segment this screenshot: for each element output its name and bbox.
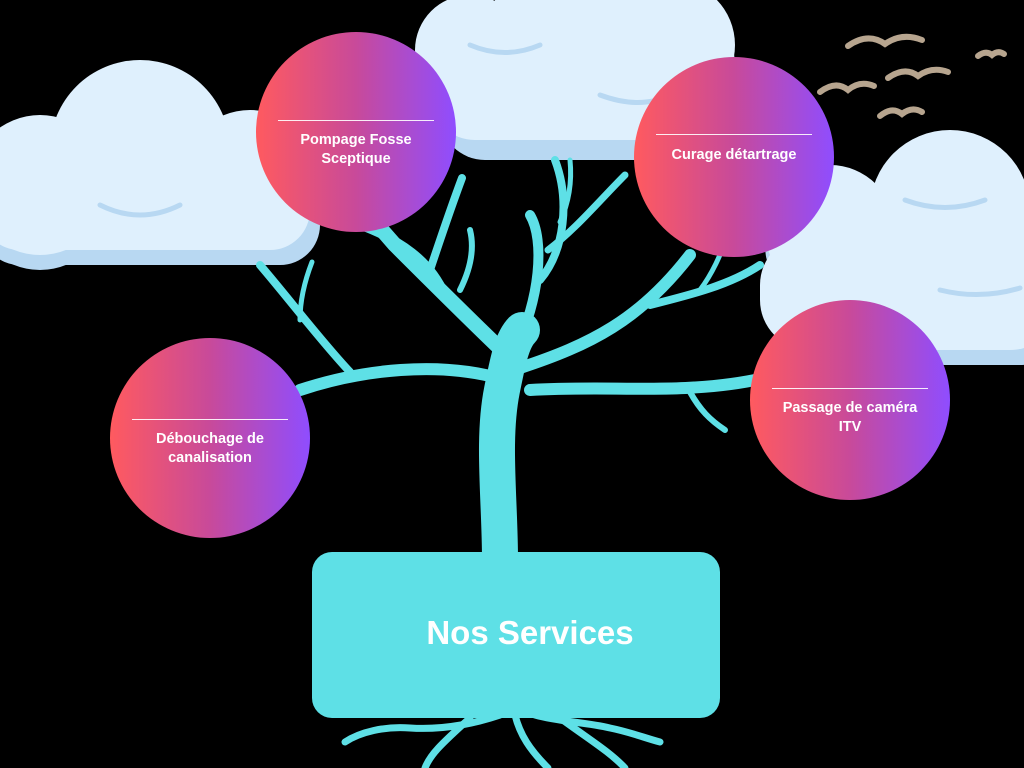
bubble-divider xyxy=(772,388,928,389)
bubble-divider xyxy=(656,134,812,135)
bubble-divider xyxy=(278,120,434,121)
tree-icon xyxy=(256,156,764,578)
roots-icon xyxy=(341,711,664,768)
services-box xyxy=(312,552,720,718)
service-bubble-debouchage[interactable]: Débouchage de canalisation xyxy=(110,338,310,538)
service-bubble-curage[interactable]: Curage détartrage xyxy=(634,57,834,257)
service-label-camera: Passage de caméra ITV xyxy=(782,400,918,435)
cloud-left xyxy=(0,60,320,270)
service-label-debouchage: Débouchage de canalisation xyxy=(156,431,264,466)
service-label-curage: Curage détartrage xyxy=(671,147,797,163)
service-bubble-camera[interactable]: Passage de caméra ITV xyxy=(750,300,950,500)
birds-icon xyxy=(817,33,1007,119)
service-label-pompage: Pompage Fosse Sceptique xyxy=(300,132,412,167)
service-bubble-pompage[interactable]: Pompage Fosse Sceptique xyxy=(256,32,456,232)
bubble-divider xyxy=(132,419,288,420)
